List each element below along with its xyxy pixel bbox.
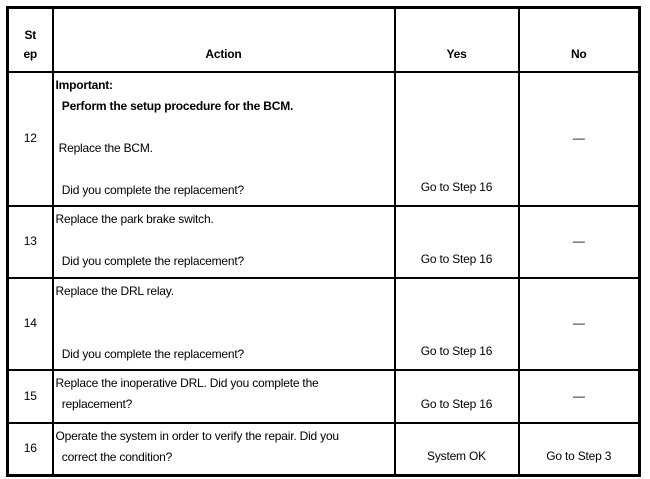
action-text: Replace the DRL relay. Did you complete …: [55, 283, 245, 361]
yes-cell: Go to Step 16: [393, 204, 520, 279]
table-row-step-12: 12 Important: Perform the setup procedur…: [6, 70, 641, 207]
header-yes: Yes: [393, 6, 520, 73]
no-cell: Go to Step 3: [517, 421, 641, 477]
step-number: 15: [6, 368, 54, 424]
yes-cell: System OK: [393, 421, 520, 477]
document-page: St ep Action Yes No 12 Important: Perfor…: [0, 6, 650, 479]
table-row-step-14: 14 Replace the DRL relay. Did you comple…: [6, 276, 641, 371]
diagnostic-table: St ep Action Yes No 12 Important: Perfor…: [6, 6, 641, 477]
yes-cell: Go to Step 16: [393, 276, 520, 371]
action-cell: Operate the system in order to verify th…: [51, 421, 396, 477]
yes-cell: Go to Step 16: [393, 70, 520, 207]
step-number: 13: [6, 204, 54, 279]
step-number: 16: [6, 421, 54, 477]
action-cell: Replace the inoperative DRL. Did you com…: [51, 368, 396, 424]
step-number: 14: [6, 276, 54, 371]
action-text: Replace the park brake switch. Did you c…: [55, 211, 245, 268]
table-row-step-13: 13 Replace the park brake switch. Did yo…: [6, 204, 641, 279]
no-cell: —: [517, 276, 641, 371]
yes-cell: Go to Step 16: [393, 368, 520, 424]
header-row: St ep Action Yes No: [6, 6, 641, 73]
table-row-step-16: 16 Operate the system in order to verify…: [6, 421, 641, 477]
header-step: St ep: [6, 6, 54, 73]
header-no: No: [517, 6, 641, 73]
important-note: Important: Perform the setup procedure f…: [55, 77, 294, 113]
action-text: Replace the inoperative DRL. Did you com…: [55, 375, 319, 411]
step-number: 12: [6, 70, 54, 207]
no-cell: —: [517, 70, 641, 207]
action-cell: Important: Perform the setup procedure f…: [51, 70, 396, 207]
no-cell: —: [517, 204, 641, 279]
action-cell: Replace the park brake switch. Did you c…: [51, 204, 396, 279]
action-text: Replace the BCM. Did you complete the re…: [58, 140, 245, 197]
table-row-step-15: 15 Replace the inoperative DRL. Did you …: [6, 368, 641, 424]
action-cell: Replace the DRL relay. Did you complete …: [51, 276, 396, 371]
header-action: Action: [51, 6, 396, 73]
action-text: Operate the system in order to verify th…: [55, 428, 340, 464]
no-cell: —: [517, 368, 641, 424]
